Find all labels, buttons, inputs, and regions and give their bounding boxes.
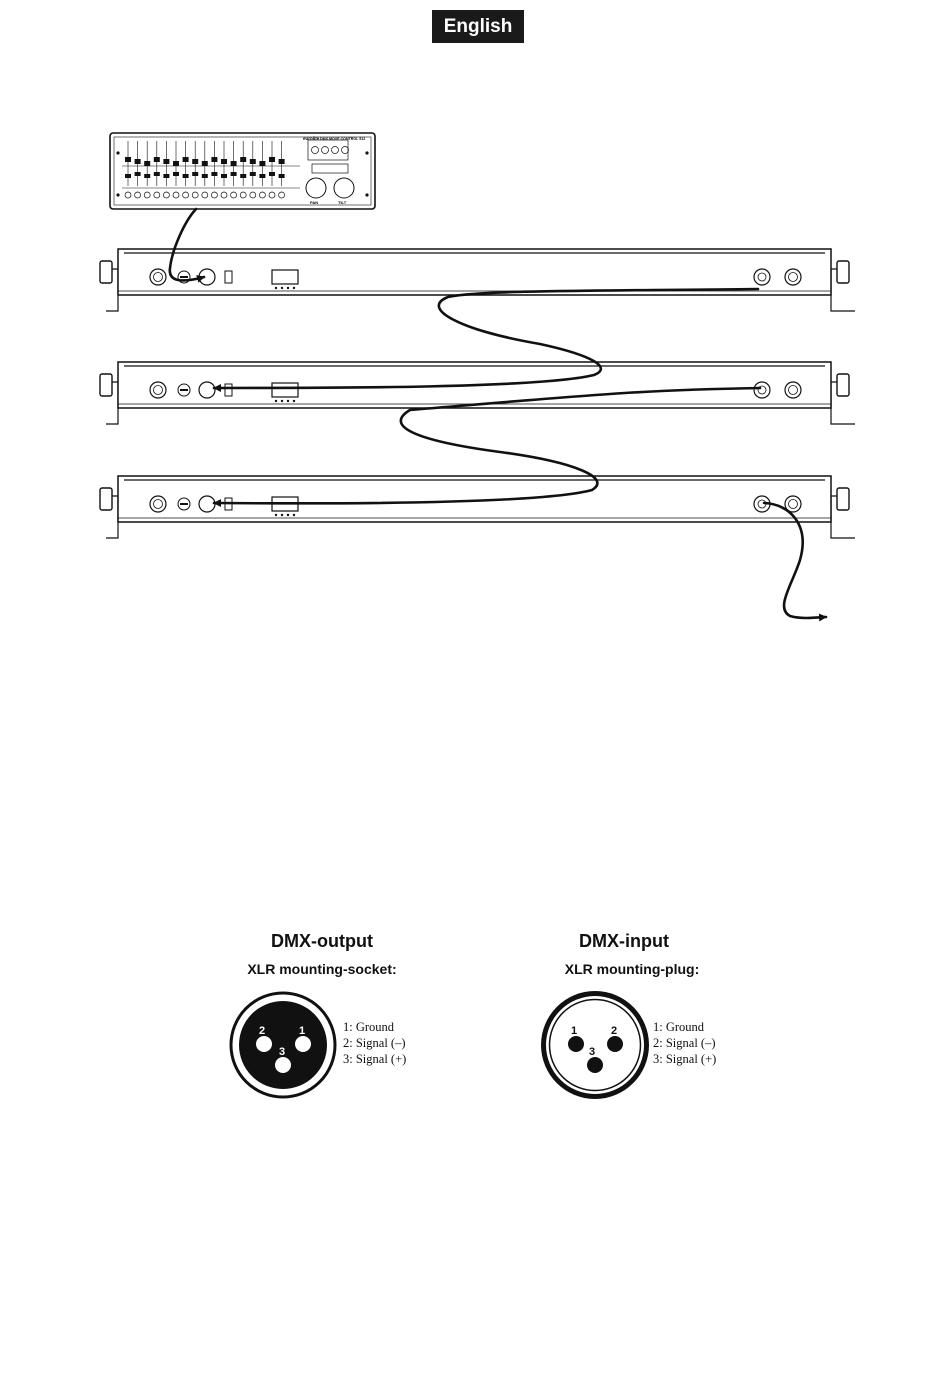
dmx-output-title: DMX-output	[202, 931, 442, 952]
socket-pin-label-2: 2	[259, 1025, 265, 1037]
pin-signal-minus: 2: Signal (–)	[653, 1035, 716, 1051]
xlr-socket-diagram: 2 1 3	[228, 990, 338, 1100]
dmx-wiring-diagram: eurolite DMX MOVE CONTROL 512 PAN TILT	[0, 0, 950, 650]
led-bar-chain	[100, 249, 855, 538]
socket-pin-2	[256, 1036, 272, 1052]
dmx-input-subtitle: XLR mounting-plug:	[512, 961, 752, 977]
plug-pin-1	[568, 1036, 584, 1052]
led-bar-1	[100, 249, 855, 311]
socket-pin-3	[275, 1057, 291, 1073]
led-bar-3	[100, 476, 855, 538]
led-bar-2	[100, 362, 855, 424]
pin-signal-plus: 3: Signal (+)	[653, 1051, 716, 1067]
plug-pin-3	[587, 1057, 603, 1073]
socket-pin-1	[295, 1036, 311, 1052]
pin-ground: 1: Ground	[343, 1019, 406, 1035]
plug-pin-label-1: 1	[571, 1025, 577, 1037]
xlr-plug-diagram: 1 2 3	[539, 989, 651, 1101]
plug-pin-2	[607, 1036, 623, 1052]
controller-brand: eurolite	[303, 136, 320, 141]
pan-knob-label: PAN	[310, 200, 318, 205]
pin-signal-plus: 3: Signal (+)	[343, 1051, 406, 1067]
socket-pin-label-1: 1	[299, 1025, 305, 1037]
dmx-output-pin-list: 1: Ground 2: Signal (–) 3: Signal (+)	[343, 1019, 406, 1067]
pin-signal-minus: 2: Signal (–)	[343, 1035, 406, 1051]
tilt-knob-label: TILT	[338, 200, 347, 205]
plug-pin-label-3: 3	[589, 1046, 595, 1058]
dmx-output-subtitle: XLR mounting-socket:	[202, 961, 442, 977]
dmx-input-title: DMX-input	[504, 931, 744, 952]
pin-ground: 1: Ground	[653, 1019, 716, 1035]
plug-pin-label-2: 2	[611, 1025, 617, 1037]
controller-model: DMX MOVE CONTROL 512	[320, 137, 365, 141]
socket-pin-label-3: 3	[279, 1046, 285, 1058]
dmx-controller: eurolite DMX MOVE CONTROL 512 PAN TILT	[110, 133, 375, 209]
dmx-input-pin-list: 1: Ground 2: Signal (–) 3: Signal (+)	[653, 1019, 716, 1067]
